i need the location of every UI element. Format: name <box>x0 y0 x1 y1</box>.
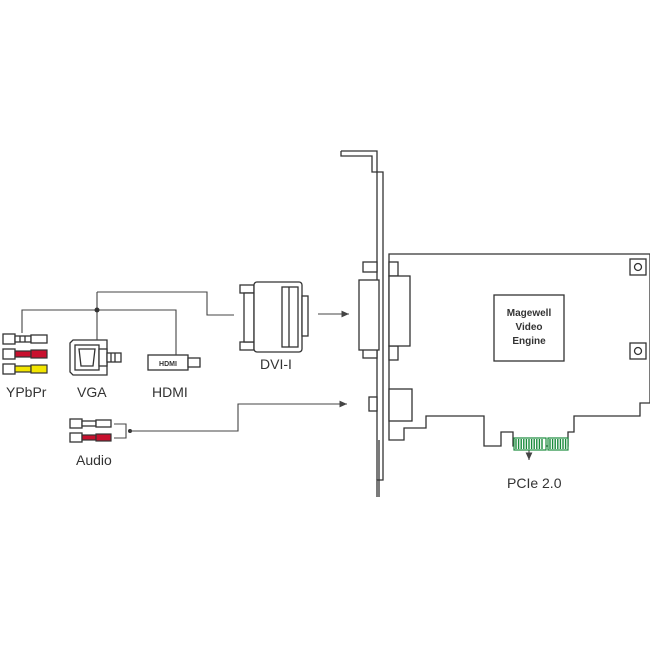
card-dvi-port <box>358 261 411 361</box>
audio-label: Audio <box>76 452 112 468</box>
pcie-edge-connector <box>513 437 569 451</box>
pcie-label: PCIe 2.0 <box>507 475 562 491</box>
audio-white-plug <box>69 418 112 429</box>
hdmi-logo-text: HDMI <box>159 361 177 368</box>
card-audio-port <box>368 388 413 422</box>
capture-card: Magewell Video Engine <box>340 150 650 497</box>
hdmi-label: HDMI <box>152 384 188 400</box>
vga-label: VGA <box>77 384 107 400</box>
engine-line-1: Magewell <box>507 308 552 319</box>
bus-to-dvi-line <box>97 291 234 316</box>
audio-red-plug <box>69 432 112 443</box>
mounting-hole-bottom <box>629 342 647 360</box>
audio-to-card-arrow <box>130 400 347 432</box>
dvi-label: DVI-I <box>260 356 292 372</box>
ypbpr-red-plug <box>2 348 48 360</box>
engine-line-3: Engine <box>512 336 546 347</box>
ypbpr-white-plug <box>2 333 48 345</box>
ypbpr-yellow-plug <box>2 363 48 375</box>
video-engine-chip: Magewell Video Engine <box>493 294 565 362</box>
audio-connector: Audio <box>69 418 112 468</box>
mounting-hole-top <box>629 258 647 276</box>
dvi-bottom-screw <box>239 341 255 351</box>
dvi-top-screw <box>239 284 255 294</box>
audio-bracket <box>114 423 127 439</box>
ypbpr-connector: YPbPr <box>2 333 48 400</box>
dvi-connector: DVI-I <box>239 281 309 372</box>
vga-connector: VGA <box>69 339 122 400</box>
hdmi-connector: HDMI HDMI <box>147 354 201 400</box>
bus-junction-dot <box>94 307 100 313</box>
ypbpr-label: YPbPr <box>6 384 47 400</box>
engine-line-2: Video <box>515 322 542 333</box>
